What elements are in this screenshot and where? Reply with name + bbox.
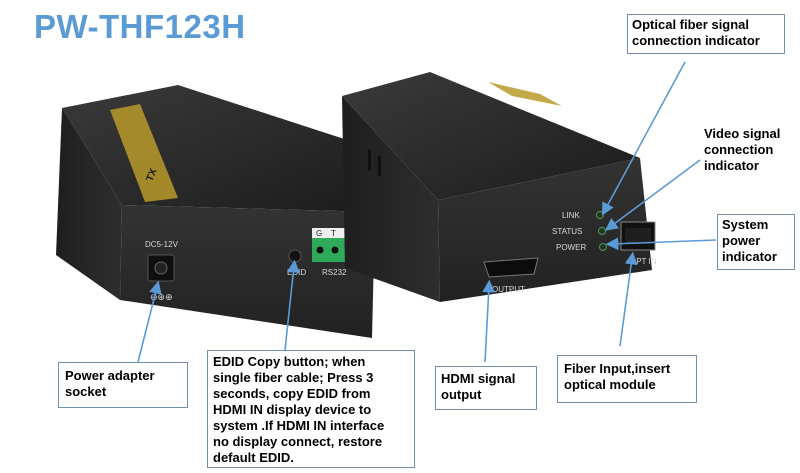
- callout-hdmi: HDMI signal output: [435, 366, 537, 410]
- terminal-letter-t: T: [331, 229, 336, 238]
- right-device: OUTPUT LINK STATUS POWER OPT IN: [342, 72, 657, 302]
- arrow-optical: [601, 61, 686, 216]
- callout-fiber: Fiber Input,insert optical module: [557, 355, 697, 403]
- opt-in-label: OPT IN: [630, 257, 657, 266]
- edid-button[interactable]: [288, 249, 302, 263]
- power-led-label: POWER: [556, 243, 586, 252]
- callout-power-adapter: Power adapter socket: [58, 362, 188, 408]
- power-socket-pin: [154, 261, 168, 275]
- right-device-top: [342, 72, 640, 200]
- callout-arrows: [137, 61, 717, 363]
- callout-optical: Optical fiber signal connection indicato…: [627, 14, 785, 54]
- right-top-label-strip: [488, 82, 562, 106]
- callout-edid: EDID Copy button; when single fiber cabl…: [207, 350, 415, 468]
- callout-video: Video signal connection indicator: [704, 126, 781, 173]
- arrow-edid: [284, 259, 300, 351]
- edid-label: EDID: [287, 268, 306, 277]
- terminal-letters-strip: [312, 228, 358, 238]
- arrow-power-adapter: [137, 280, 162, 363]
- product-title: PW-THF123H: [34, 8, 246, 45]
- left-top-label-strip: [110, 104, 178, 202]
- right-device-side: [342, 96, 440, 302]
- terminal-letter-g: G: [316, 229, 322, 238]
- link-label: LINK: [562, 211, 580, 220]
- power-led: [599, 243, 607, 251]
- link-led: [596, 211, 604, 219]
- status-label: STATUS: [552, 227, 582, 236]
- left-device-side: [56, 108, 122, 300]
- callout-system: System power indicator: [717, 214, 795, 270]
- arrow-hdmi: [482, 279, 496, 363]
- arrow-fiber: [619, 251, 638, 347]
- hdmi-output-port[interactable]: [483, 257, 539, 278]
- hdmi-output-label: OUTPUT: [492, 285, 525, 294]
- arrow-system: [605, 237, 717, 251]
- power-socket-label: DC5-12V: [145, 240, 179, 249]
- status-led: [598, 227, 606, 235]
- rs232-label: RS232: [322, 268, 347, 277]
- left-device-front: [120, 205, 375, 338]
- arrow-video: [604, 159, 701, 231]
- left-device: TX DC5-12V ⊖⊕⊕ EDID G T R RS232: [56, 85, 375, 338]
- polarity-symbol: ⊖⊕⊕: [150, 292, 173, 302]
- left-top-label: TX: [145, 167, 160, 183]
